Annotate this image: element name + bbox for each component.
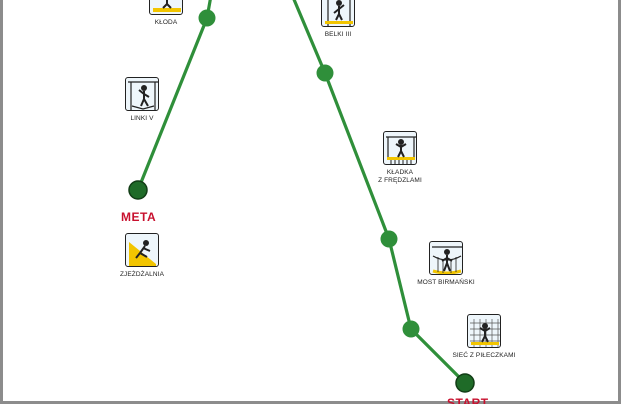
station-kloda: KŁODA [141, 0, 191, 27]
station-label: MOST BIRMAŃSKI [417, 279, 475, 286]
station-label: BELKI III [324, 31, 352, 38]
route-line-right [292, 0, 467, 385]
station-siec: SIEĆ Z PIŁECZKAMI [451, 314, 517, 360]
route-node [316, 64, 334, 82]
station-belki: BELKI III [313, 0, 363, 39]
slide-icon [125, 233, 159, 267]
start-marker: START [447, 396, 489, 404]
station-label: SIEĆ Z PIŁECZKAMI [452, 352, 516, 359]
beams-icon [321, 0, 355, 27]
station-label: LINKI V [130, 115, 154, 122]
station-label: KŁODA [154, 19, 178, 26]
finish-marker: META [121, 210, 157, 224]
log-beam-icon [149, 0, 183, 15]
finish-node [128, 180, 148, 200]
station-most: MOST BIRMAŃSKI [415, 241, 477, 287]
route-node [402, 320, 420, 338]
station-label: ZJEŻDŻALNIA [119, 271, 165, 278]
net-balls-icon [467, 314, 501, 348]
start-node [455, 373, 475, 393]
route-node [380, 230, 398, 248]
burmese-bridge-icon [429, 241, 463, 275]
station-zjezdzalnia: ZJEŻDŻALNIA [114, 233, 170, 279]
route-node [198, 9, 216, 27]
fringe-bridge-icon [383, 131, 417, 165]
rope-v-icon [125, 77, 159, 111]
station-linki: LINKI V [117, 77, 167, 123]
